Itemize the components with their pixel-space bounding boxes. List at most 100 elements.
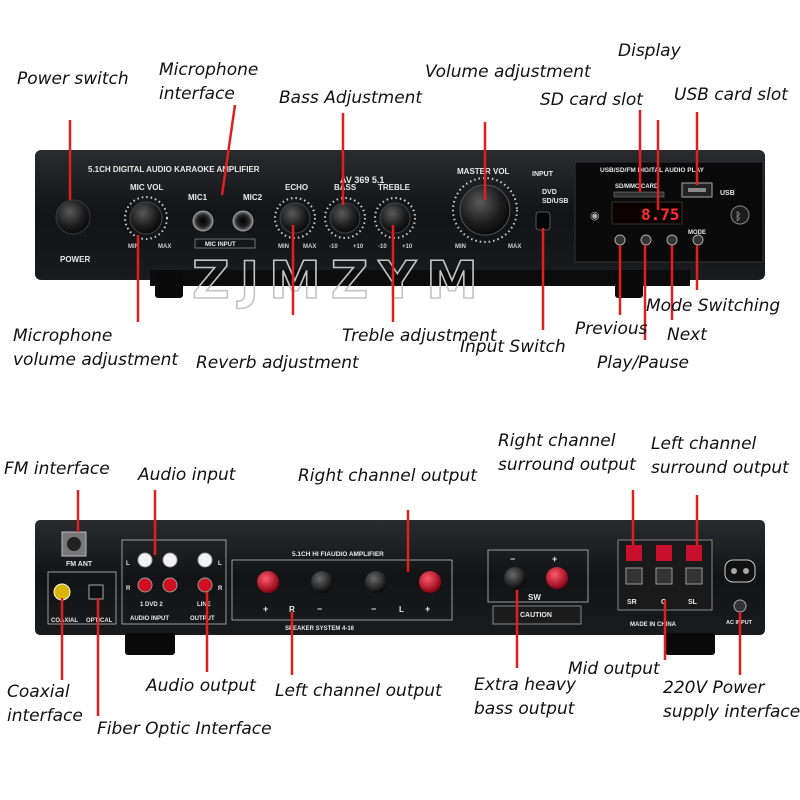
label-microphone-volume: Microphone volume adjustment [13, 326, 179, 370]
c-positive-clip[interactable] [656, 545, 672, 561]
power-knob[interactable] [55, 199, 91, 235]
line-silk: LINE [197, 602, 211, 608]
mic1-silk: MIC1 [188, 193, 208, 202]
mic-vol-min: MIN [128, 244, 139, 250]
sl-positive-clip[interactable] [686, 545, 702, 561]
mode-button[interactable] [692, 234, 704, 246]
sw-silk: SW [528, 593, 541, 602]
bass-min: -10 [329, 244, 338, 250]
subwoofer-positive-terminal[interactable] [546, 567, 568, 589]
audio-input-1-right[interactable] [137, 577, 153, 593]
c-silk: C [661, 599, 666, 606]
label-sd-card-slot: SD card slot [540, 90, 643, 110]
previous-button[interactable] [614, 234, 626, 246]
sl-silk: SL [688, 599, 698, 606]
treble-knob[interactable] [379, 202, 411, 234]
rear-panel-body [35, 520, 765, 635]
callout-mic-interface [220, 104, 237, 196]
output-silk: OUTPUT [190, 616, 215, 622]
sl-negative-clip[interactable] [685, 567, 703, 585]
sr-negative-clip[interactable] [625, 567, 643, 585]
mic-vol-silk: MIC VOL [130, 183, 163, 192]
terminal-r-silk: R [289, 605, 295, 614]
master-vol-silk: MASTER VOL [457, 167, 510, 176]
label-fiber-optic: Fiber Optic Interface [97, 719, 272, 739]
sr-positive-clip[interactable] [626, 545, 642, 561]
fm-ant-silk: FM ANT [66, 561, 93, 568]
label-play-pause: Play/Pause [597, 353, 689, 373]
right-positive-terminal[interactable] [257, 571, 279, 593]
mic2-jack[interactable] [232, 210, 254, 232]
ac-pin-right [743, 568, 749, 574]
label-extra-heavy-bass: Extra heavy bass output [474, 675, 577, 719]
bass-knob[interactable] [329, 202, 361, 234]
audio-input-2-right[interactable] [162, 577, 178, 593]
sr-silk: SR [627, 599, 637, 606]
mic1-jack[interactable] [192, 210, 214, 232]
dvd-silk: DVD [542, 189, 557, 196]
power-silk: POWER [60, 255, 90, 264]
sd-card-slot[interactable] [613, 191, 665, 198]
coaxial-silk: COAXIAL [51, 618, 78, 624]
sd-mmc-silk: SD/MMC CARD [615, 184, 659, 190]
mic-input-silk: MIC INPUT [205, 242, 236, 248]
echo-knob[interactable] [279, 202, 311, 234]
front-panel-base [150, 270, 690, 286]
audio-r-silk: R [126, 586, 131, 592]
treble-silk: TREBLE [378, 183, 411, 192]
line-output-left[interactable] [197, 552, 213, 568]
front-foot-left [155, 270, 183, 298]
optical-jack[interactable] [88, 584, 104, 600]
label-display: Display [618, 41, 681, 61]
echo-min: MIN [278, 244, 289, 250]
mic-vol-knob[interactable] [129, 201, 163, 235]
label-input-switch: Input Switch [460, 337, 566, 357]
play-pause-button[interactable] [640, 234, 652, 246]
digital-input-box [47, 571, 117, 625]
front-model-title: 5.1CH DIGITAL AUDIO KARAOKE AMPLIFIER [88, 165, 260, 174]
label-volume-adjustment: Volume adjustment [425, 62, 591, 82]
terminal-minus-2: − [371, 604, 376, 614]
treble-scale [374, 197, 416, 239]
optical-silk: OPTICAL [86, 618, 113, 624]
label-coaxial-interface: Coaxial interface [7, 682, 83, 726]
right-negative-terminal[interactable] [311, 571, 333, 593]
audio-io-box [121, 539, 227, 625]
audio-input-1-left[interactable] [137, 552, 153, 568]
mic-vol-scale [124, 196, 168, 240]
caution-silk: CAUTION [520, 612, 552, 619]
usb-silk: USB [720, 190, 735, 197]
bass-silk: BASS [334, 183, 357, 192]
dvd-tag-silk: 1 DVD 2 [140, 602, 163, 608]
ac-power-inlet[interactable] [724, 559, 756, 583]
label-mid-output: Mid output [568, 659, 660, 679]
next-button[interactable] [666, 234, 678, 246]
made-in-silk: MADE IN CHINA [630, 622, 677, 628]
fuse-holder[interactable] [733, 599, 747, 613]
c-negative-clip[interactable] [655, 567, 673, 585]
rear-foot-right [665, 633, 715, 655]
echo-max: MAX [303, 244, 316, 250]
mic-vol-max: MAX [158, 244, 171, 250]
audio-input-silk: AUDIO INPUT [130, 616, 169, 622]
terminal-l-silk: L [399, 605, 404, 614]
terminal-plus-2: + [425, 604, 430, 614]
line-output-right[interactable] [197, 577, 213, 593]
audio-input-2-left[interactable] [162, 552, 178, 568]
sw-minus-silk: − [510, 554, 515, 564]
subwoofer-negative-terminal[interactable] [504, 567, 526, 589]
bass-max: +10 [353, 244, 364, 250]
label-previous: Previous [575, 319, 648, 339]
left-negative-terminal[interactable] [365, 571, 387, 593]
left-positive-terminal[interactable] [419, 571, 441, 593]
out-l-silk: L [218, 561, 222, 567]
label-usb-card-slot: USB card slot [674, 85, 788, 105]
label-treble-adjustment: Treble adjustment [342, 326, 497, 346]
usb-slot-tongue [688, 188, 706, 192]
sd-usb-silk: SD/USB [542, 198, 568, 205]
treble-max: +10 [402, 244, 413, 250]
coaxial-jack[interactable] [53, 583, 71, 601]
input-switch-button[interactable] [535, 211, 551, 231]
label-mode-switching: Mode Switching [646, 296, 781, 316]
